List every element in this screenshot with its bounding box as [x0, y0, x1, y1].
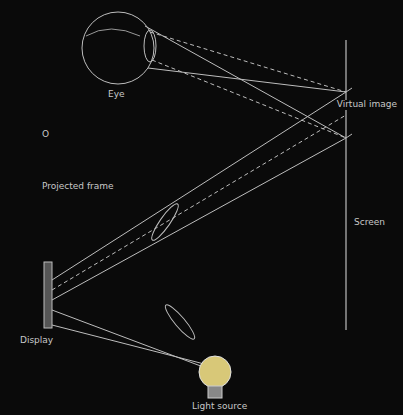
point-label: O	[40, 130, 51, 140]
ray	[148, 68, 346, 92]
ray	[52, 115, 346, 290]
part-label: Light source	[190, 402, 249, 412]
part-label: Eye	[106, 90, 127, 100]
ray	[52, 325, 212, 366]
part-label: Screen	[352, 218, 387, 228]
part-label: Virtual image	[335, 100, 399, 110]
eye-outline	[82, 12, 154, 84]
ray	[145, 26, 346, 138]
screen-line	[345, 40, 346, 330]
screen-mark	[346, 134, 352, 138]
bulb-base	[208, 386, 222, 398]
eye-retina	[86, 29, 140, 36]
eye-lens	[144, 30, 156, 62]
projection-lens	[148, 201, 181, 243]
part-label: Display	[18, 336, 55, 346]
display-panel	[44, 262, 52, 328]
screen-mark	[346, 88, 352, 92]
light-bulb	[199, 356, 231, 388]
condenser-lens	[162, 302, 198, 342]
ray	[52, 310, 206, 368]
ray	[52, 138, 346, 300]
part-label: Projected frame	[40, 182, 116, 192]
